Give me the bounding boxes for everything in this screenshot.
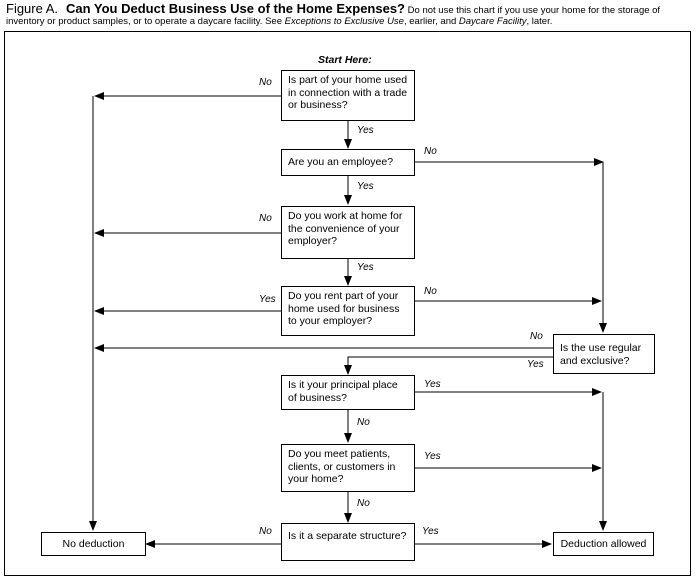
edge-label-q7-no: No bbox=[357, 498, 370, 509]
question-q7-box: Do you meet patients, clients, or custom… bbox=[281, 444, 415, 492]
edge-label-q3-yes: Yes bbox=[357, 262, 374, 273]
edge-label-q2-yes: Yes bbox=[357, 181, 374, 192]
question-q3-box: Do you work at home for the convenience … bbox=[281, 206, 415, 259]
figure-note-part3: , later. bbox=[526, 16, 553, 27]
question-q6-box: Is it your principal place of business? bbox=[281, 375, 415, 410]
edge-label-q4-yes: Yes bbox=[259, 294, 276, 305]
start-label: Start Here: bbox=[318, 54, 372, 66]
outcome-no-deduction-box: No deduction bbox=[41, 532, 146, 556]
figure-note-ref1: Exceptions to Exclusive Use bbox=[284, 16, 404, 27]
figure-title: Can You Deduct Business Use of the Home … bbox=[65, 1, 406, 16]
edge-label-q1-no: No bbox=[259, 77, 272, 88]
figure-note-part2: , earlier, and bbox=[403, 16, 459, 27]
edge-label-q8-no: No bbox=[259, 526, 272, 537]
question-q8-box: Is it a separate structure? bbox=[281, 523, 415, 561]
edge-label-q1-yes: Yes bbox=[357, 125, 374, 136]
edge-label-q8-yes: Yes bbox=[422, 526, 439, 537]
flowchart-frame bbox=[4, 31, 691, 576]
edge-label-q4-no: No bbox=[424, 286, 437, 297]
figure-note-ref2: Daycare Facility bbox=[458, 16, 527, 27]
figure-label: Figure A. bbox=[6, 1, 59, 16]
edge-label-q5-yes: Yes bbox=[527, 359, 544, 370]
question-q5-box: Is the use regular and exclusive? bbox=[553, 334, 655, 374]
question-q2-box: Are you an employee? bbox=[281, 149, 415, 176]
edge-label-q3-no: No bbox=[259, 213, 272, 224]
edge-q5-yes bbox=[344, 356, 553, 375]
outcome-deduction-allowed-box: Deduction allowed bbox=[553, 532, 654, 556]
figure-note-part1: Do not use this chart if you use your ho… bbox=[6, 5, 661, 27]
edge-label-q5-no: No bbox=[530, 331, 543, 342]
question-q1-box: Is part of your home used in connection … bbox=[281, 70, 415, 121]
edge-label-q7-yes: Yes bbox=[424, 451, 441, 462]
figure-header: Figure A. Can You Deduct Business Use of… bbox=[6, 1, 694, 27]
edge-label-q6-no: No bbox=[357, 417, 370, 428]
edge-label-q6-yes: Yes bbox=[424, 379, 441, 390]
edge-label-q2-no: No bbox=[424, 146, 437, 157]
question-q4-box: Do you rent part of your home used for b… bbox=[281, 286, 415, 336]
